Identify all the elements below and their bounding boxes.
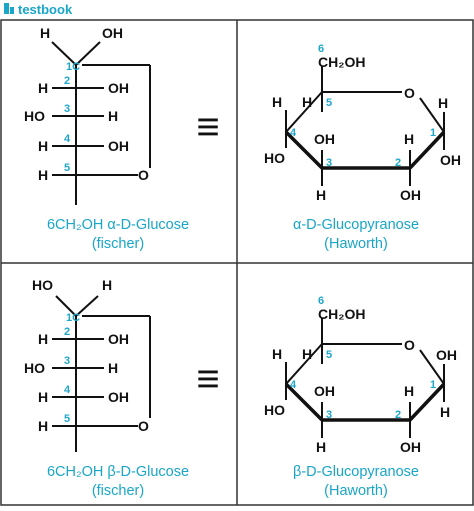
c4-h-label: H — [272, 94, 282, 110]
c4-oh-label: HO — [264, 150, 285, 166]
c1-right-label: OH — [102, 25, 123, 41]
c1-number: 1C — [66, 61, 80, 73]
c4-right-label: OH — [108, 138, 129, 154]
fischer-caption-line1: 6CH₂OH α-D-Glucose — [47, 217, 189, 233]
c2-number: 2 — [395, 409, 401, 421]
c3-h-label: H — [316, 187, 326, 203]
c2-right-label: OH — [108, 80, 129, 96]
brand-logo: testbook — [4, 2, 73, 17]
ring-upper-left-bond — [285, 91, 323, 133]
equivalence-symbol-beta: ≡ — [196, 357, 219, 401]
ring-lower-right-bond — [408, 382, 446, 422]
c1-right-bond — [75, 41, 101, 66]
c1-down-label: OH — [440, 152, 461, 168]
c1-right-bond — [75, 295, 99, 317]
ring-oxygen-label: O — [138, 418, 149, 434]
c5-number: 5 — [64, 162, 70, 174]
c3-number: 3 — [64, 355, 70, 367]
brand-logo-icon — [4, 3, 14, 14]
c4-oh-label: HO — [264, 402, 285, 418]
ring-upper-right-bond — [419, 97, 445, 133]
ring-lower-left-bond — [284, 382, 324, 422]
haworth-alpha: 6 CH₂OH O H 5 H 4 HO OH 3 H H 2 OH H 1 O… — [264, 43, 461, 252]
haworth-caption-line2: (Haworth) — [324, 483, 388, 499]
c1-left-label: H — [40, 25, 50, 41]
c1-up-label: H — [438, 95, 448, 111]
c1-up-label: OH — [436, 347, 457, 363]
c5-left-label: H — [38, 167, 48, 183]
ring-upper-right-bond — [419, 349, 445, 385]
c3-number: 3 — [64, 103, 70, 115]
haworth-caption-line1: α-D-Glucopyranose — [293, 217, 419, 233]
c3-oh-label: OH — [314, 131, 335, 147]
c2-h-label: H — [404, 383, 414, 399]
c4-right-label: OH — [108, 389, 129, 405]
c2-oh-label: OH — [400, 187, 421, 203]
c3-right-label: H — [108, 360, 118, 376]
c1-number: 1 — [430, 127, 436, 139]
c6-group-label: CH₂OH — [318, 306, 365, 322]
ring-oxygen-label: O — [404, 85, 415, 101]
c4-left-label: H — [38, 389, 48, 405]
haworth-caption-line2: (Haworth) — [324, 236, 388, 252]
c2-left-label: H — [38, 331, 48, 347]
c6-number: 6 — [318, 43, 324, 55]
c3-left-label: HO — [24, 108, 45, 124]
c3-h-label: H — [316, 439, 326, 455]
c3-oh-label: OH — [314, 383, 335, 399]
c6-number: 6 — [318, 295, 324, 307]
c1-left-bond — [51, 41, 77, 66]
fischer-caption-line2: (fischer) — [92, 483, 144, 499]
fischer-caption-line1: 6CH₂OH β-D-Glucose — [47, 464, 189, 480]
c4-left-label: H — [38, 138, 48, 154]
ring-lower-right-bond — [408, 130, 446, 170]
fischer-beta: HO H 1C 2 H OH 3 HO H 4 H OH 5 H O 6CH₂O… — [24, 277, 189, 499]
c3-left-label: HO — [24, 360, 45, 376]
fischer-alpha: H OH 1C 2 H OH 3 HO H 4 H OH 5 H O 6CH₂O… — [24, 25, 189, 252]
c2-h-label: H — [404, 131, 414, 147]
c4-number: 4 — [64, 384, 71, 396]
ring-oxygen-label: O — [404, 337, 415, 353]
c4-number: 4 — [64, 133, 71, 145]
c4-number: 4 — [290, 379, 297, 391]
c2-number: 2 — [395, 157, 401, 169]
fischer-caption-line2: (fischer) — [92, 236, 144, 252]
brand-name: testbook — [18, 2, 73, 17]
c2-number: 2 — [64, 75, 70, 87]
c2-oh-label: OH — [400, 439, 421, 455]
c5-h-label: H — [302, 94, 312, 110]
c1-number: 1C — [66, 312, 80, 324]
c3-right-label: H — [108, 108, 118, 124]
c3-number: 3 — [326, 409, 332, 421]
ring-upper-left-bond — [285, 343, 323, 385]
c4-h-label: H — [272, 346, 282, 362]
c4-number: 4 — [290, 127, 297, 139]
ring-oxygen-label: O — [138, 167, 149, 183]
c5-number: 5 — [326, 97, 332, 109]
equivalence-symbol-alpha: ≡ — [196, 105, 219, 149]
haworth-beta: 6 CH₂OH O H 5 H 4 HO OH 3 H H 2 OH OH 1 … — [264, 295, 457, 499]
c1-left-label: HO — [32, 277, 53, 293]
c5-left-label: H — [38, 418, 48, 434]
haworth-caption-line1: β-D-Glucopyranose — [293, 464, 419, 480]
c5-number: 5 — [326, 349, 332, 361]
c1-number: 1 — [430, 379, 436, 391]
c5-number: 5 — [64, 413, 70, 425]
c1-down-label: H — [440, 404, 450, 420]
c5-h-label: H — [302, 346, 312, 362]
c2-number: 2 — [64, 326, 70, 338]
c1-left-bond — [55, 295, 77, 317]
c3-number: 3 — [326, 157, 332, 169]
c2-right-label: OH — [108, 331, 129, 347]
c1-right-label: H — [102, 277, 112, 293]
ring-lower-left-bond — [284, 130, 324, 170]
c6-group-label: CH₂OH — [318, 54, 365, 70]
c2-left-label: H — [38, 80, 48, 96]
